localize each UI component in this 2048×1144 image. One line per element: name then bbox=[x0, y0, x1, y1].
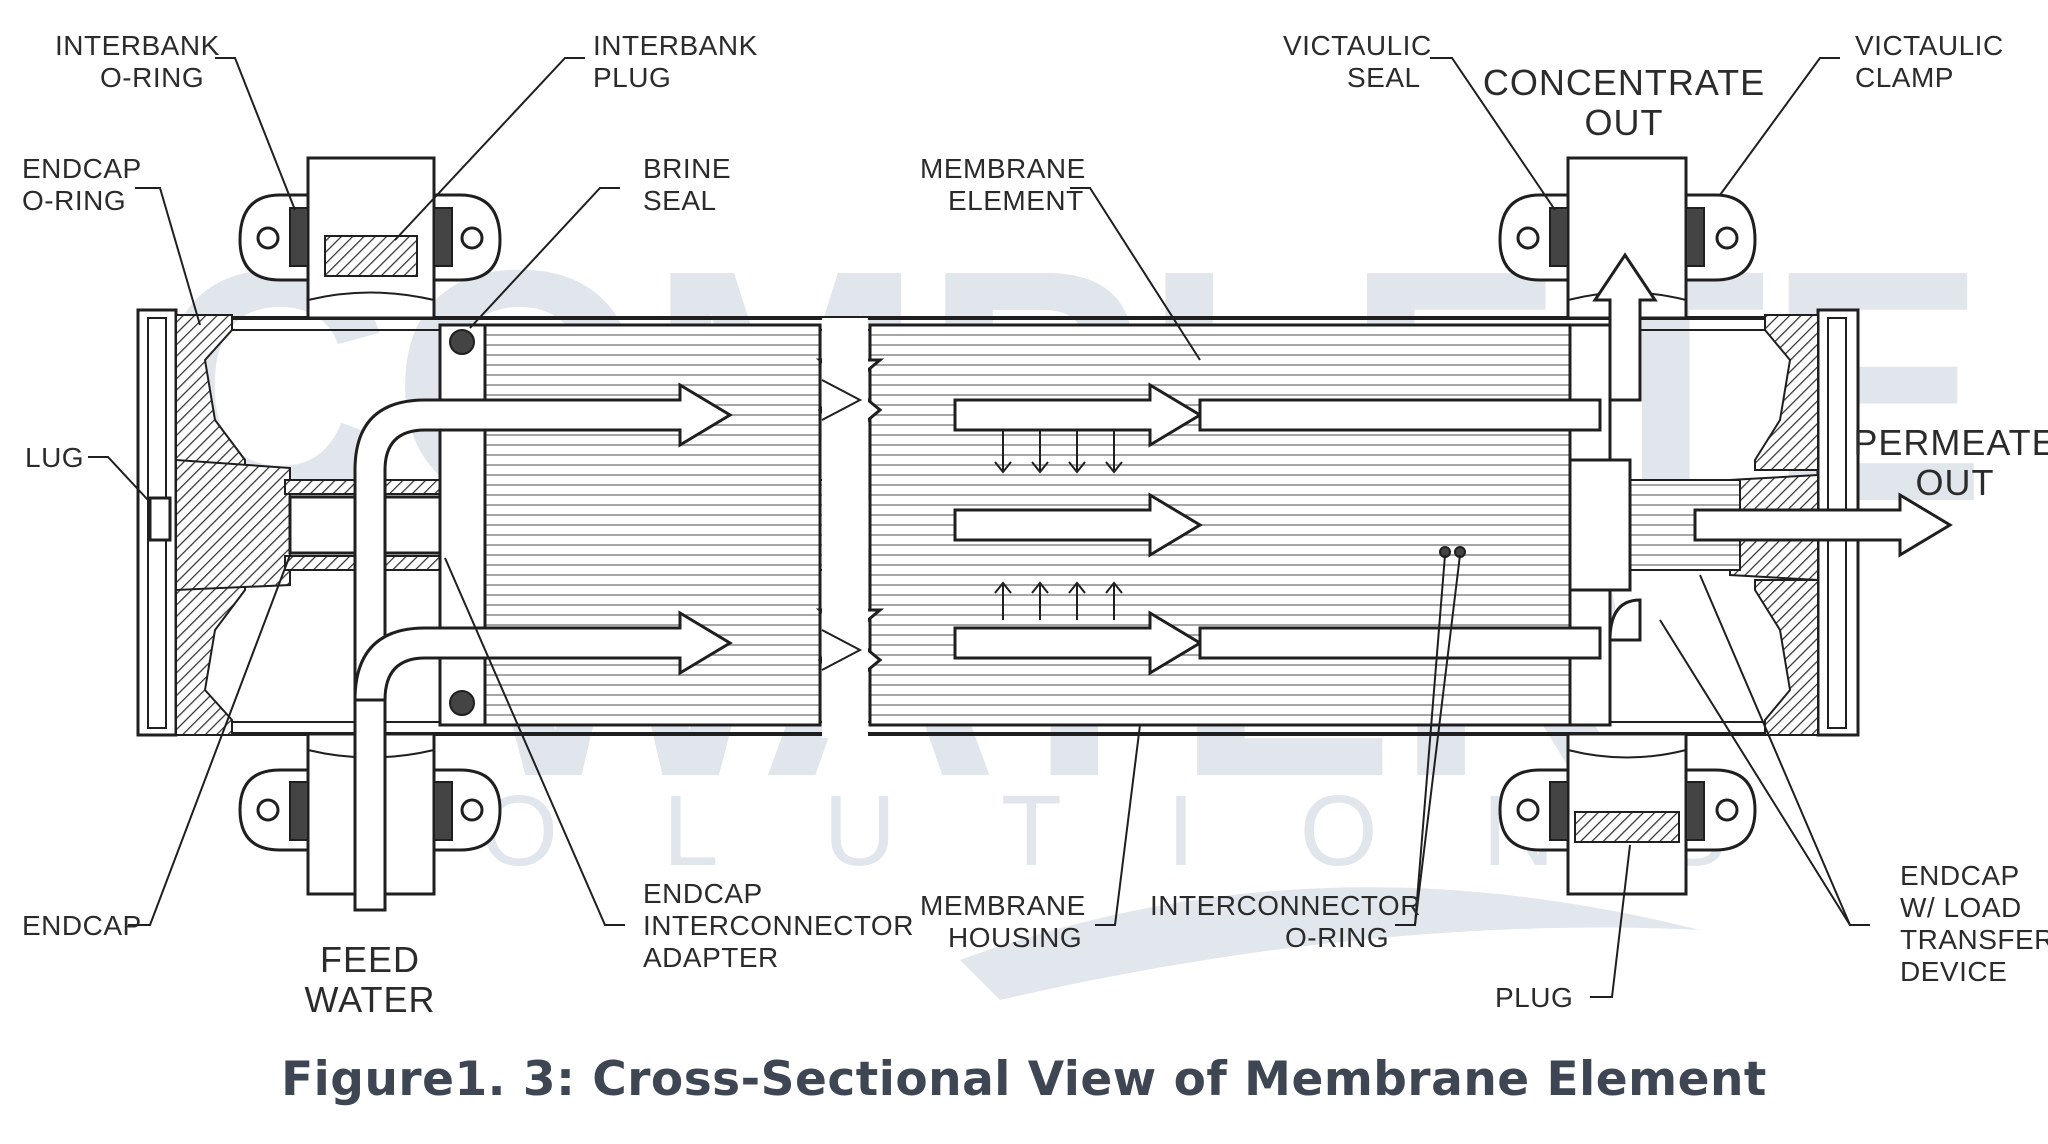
feed-flow-arrow-upper bbox=[353, 382, 733, 912]
label-victaulic-seal-1: VICTAULIC bbox=[1283, 30, 1432, 61]
leader-lines bbox=[88, 57, 1870, 998]
label-feed-water-1: FEED bbox=[320, 939, 420, 980]
label-endcap-adapter-1: ENDCAP bbox=[643, 878, 763, 909]
label-endcap-adapter-3: ADAPTER bbox=[643, 942, 779, 973]
label-membrane-element-2: ELEMENT bbox=[948, 185, 1084, 216]
label-endcap-oring-2: O-RING bbox=[22, 185, 126, 216]
concentrate-out-arrow bbox=[1592, 252, 1658, 402]
permeate-out-arrow bbox=[1693, 492, 1953, 558]
brine-seal-top bbox=[449, 329, 475, 355]
label-concentrate-out-2: OUT bbox=[1585, 102, 1664, 143]
label-brine-seal-1: BRINE bbox=[643, 153, 731, 184]
label-interbank-oring-2: O-RING bbox=[100, 62, 204, 93]
interbank-port-top-left bbox=[238, 156, 502, 320]
feed-flow-arrow-lower bbox=[353, 610, 733, 702]
bottom-plug bbox=[1574, 811, 1680, 843]
membrane-element-left bbox=[483, 323, 822, 727]
label-victaulic-clamp-1: VICTAULIC bbox=[1855, 30, 2004, 61]
permeate-cross-flow bbox=[994, 430, 1123, 620]
label-endcap-load-3: TRANSFER bbox=[1900, 924, 2048, 955]
label-victaulic-seal-2: SEAL bbox=[1347, 62, 1421, 93]
label-membrane-housing-1: MEMBRANE bbox=[920, 890, 1086, 921]
flow-arrow-top bbox=[953, 382, 1203, 448]
interbank-plug bbox=[324, 235, 418, 277]
label-interbank-oring-1: INTERBANK bbox=[55, 30, 220, 61]
label-membrane-element-1: MEMBRANE bbox=[920, 153, 1086, 184]
label-feed-water-2: WATER bbox=[305, 979, 436, 1020]
label-endcap-load-4: DEVICE bbox=[1900, 956, 2007, 987]
label-endcap: ENDCAP bbox=[22, 910, 142, 941]
flow-arrow-center bbox=[953, 492, 1203, 558]
figure-caption: Figure1. 3: Cross-Sectional View of Memb… bbox=[281, 1052, 1767, 1107]
label-interbank-plug-2: PLUG bbox=[593, 62, 671, 93]
label-brine-seal-2: SEAL bbox=[643, 185, 717, 216]
label-endcap-load-1: ENDCAP bbox=[1900, 860, 2020, 891]
label-membrane-housing-2: HOUSING bbox=[948, 922, 1082, 953]
label-victaulic-clamp-2: CLAMP bbox=[1855, 62, 1954, 93]
part-labels: INTERBANK O-RING INTERBANK PLUG ENDCAP O… bbox=[22, 30, 2048, 1020]
label-lug: LUG bbox=[25, 442, 84, 473]
label-permeate-out-2: OUT bbox=[1916, 462, 1995, 503]
label-permeate-out-1: PERMEATE bbox=[1853, 422, 2048, 463]
label-endcap-load-2: W/ LOAD bbox=[1900, 892, 2022, 923]
pressure-vessel-drawing bbox=[136, 156, 1953, 912]
flow-arrow-bottom bbox=[953, 610, 1203, 676]
watermark-line3: SOLUTIONS bbox=[309, 775, 1832, 887]
label-interbank-plug-1: INTERBANK bbox=[593, 30, 758, 61]
lug-block bbox=[148, 496, 172, 542]
label-endcap-oring-1: ENDCAP bbox=[22, 153, 142, 184]
victaulic-seal bbox=[1549, 207, 1569, 267]
label-interconnector-oring-1: INTERCONNECTOR bbox=[1150, 890, 1421, 921]
label-endcap-adapter-2: INTERCONNECTOR bbox=[643, 910, 914, 941]
label-plug: PLUG bbox=[1495, 982, 1573, 1013]
label-interconnector-oring-2: O-RING bbox=[1285, 922, 1389, 953]
label-concentrate-out-1: CONCENTRATE bbox=[1483, 62, 1765, 103]
watermark-wave bbox=[960, 887, 1700, 1000]
